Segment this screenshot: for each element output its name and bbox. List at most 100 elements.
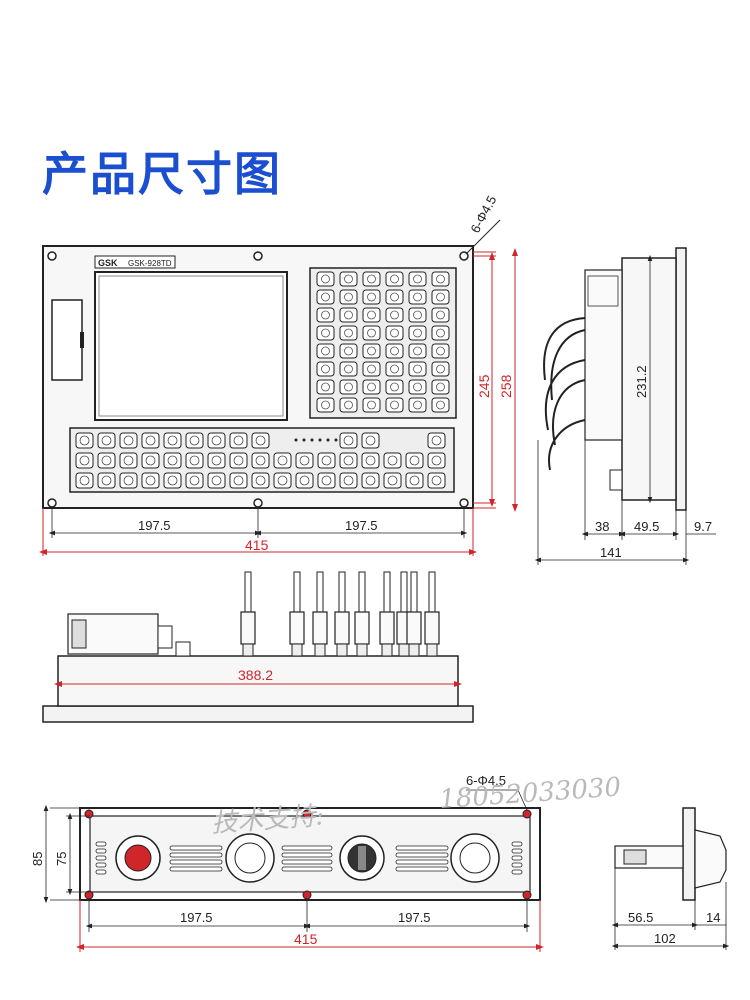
keypad-key bbox=[385, 397, 404, 413]
operation-key bbox=[295, 452, 314, 469]
cable-connector-body bbox=[424, 611, 440, 645]
keypad-key-symbol bbox=[321, 346, 330, 356]
keypad-key bbox=[431, 325, 450, 341]
keypad-key-symbol bbox=[436, 400, 445, 410]
cable-connector bbox=[338, 571, 346, 613]
cable-connector bbox=[428, 571, 436, 613]
cable-connector-base bbox=[426, 643, 438, 657]
keypad-key bbox=[431, 289, 450, 305]
indicator-led bbox=[302, 438, 306, 442]
keypad-key-symbol bbox=[390, 274, 399, 284]
operation-key-symbol bbox=[255, 435, 266, 446]
operation-key-symbol bbox=[365, 475, 376, 486]
vent-slot bbox=[281, 845, 333, 851]
side-view: 231.2 38 49.5 9.7 141 bbox=[534, 247, 716, 565]
keypad-key bbox=[316, 397, 335, 413]
keypad-key-symbol bbox=[321, 328, 330, 338]
cable-connector-body bbox=[406, 611, 422, 645]
mounting-holes bbox=[47, 251, 469, 508]
keypad-key-symbol bbox=[413, 310, 422, 320]
cable-connector-base bbox=[381, 643, 393, 657]
cable-connector-body bbox=[289, 611, 305, 645]
vent-slot bbox=[511, 855, 523, 861]
keypad-key-symbol bbox=[390, 346, 399, 356]
keypad-key bbox=[408, 289, 427, 305]
cable-connector bbox=[316, 571, 324, 613]
operation-key bbox=[251, 452, 270, 469]
keypad-key bbox=[316, 361, 335, 377]
mpg-vent-slots bbox=[95, 841, 523, 875]
side-cables bbox=[543, 317, 586, 471]
operation-key-symbol bbox=[211, 455, 222, 466]
front-panel-view: GSK GSK-928TD 6-Φ4.5 245 258 197.5 197 bbox=[39, 193, 518, 556]
keypad-key-symbol bbox=[413, 274, 422, 284]
operation-key bbox=[185, 472, 204, 489]
operation-key bbox=[141, 472, 160, 489]
operation-key bbox=[251, 472, 270, 489]
operation-key-symbol bbox=[167, 435, 178, 446]
operation-key-symbol bbox=[145, 455, 156, 466]
mpg-half-width-right: 197.5 bbox=[398, 910, 431, 925]
mpg-total-width: 415 bbox=[294, 931, 318, 947]
cable-connector-base bbox=[242, 643, 254, 657]
operation-key-symbol bbox=[233, 435, 244, 446]
keypad-key bbox=[316, 307, 335, 323]
keypad-keys bbox=[316, 271, 450, 413]
operation-key-symbol bbox=[79, 475, 90, 486]
keypad-key-symbol bbox=[413, 346, 422, 356]
keypad-key bbox=[385, 343, 404, 359]
keypad-key-symbol bbox=[390, 292, 399, 302]
operation-key bbox=[339, 432, 358, 449]
top-inner-width: 388.2 bbox=[238, 667, 273, 683]
keypad-key bbox=[408, 307, 427, 323]
operation-key bbox=[427, 452, 446, 469]
cable-connector-base bbox=[408, 643, 420, 657]
keypad-key-symbol bbox=[390, 328, 399, 338]
operation-key-symbol bbox=[101, 455, 112, 466]
keypad-key-symbol bbox=[321, 292, 330, 302]
keypad-key-symbol bbox=[413, 364, 422, 374]
cable-connector-body bbox=[312, 611, 328, 645]
operation-key bbox=[207, 472, 226, 489]
brand-logo: GSK bbox=[98, 258, 118, 268]
operation-key bbox=[273, 452, 292, 469]
keypad-key-symbol bbox=[344, 346, 353, 356]
mpg-side-body bbox=[694, 829, 727, 889]
side-height: 231.2 bbox=[634, 365, 649, 398]
cable-connector-base bbox=[336, 643, 348, 657]
vent-slot bbox=[281, 866, 333, 872]
keypad-key bbox=[431, 307, 450, 323]
keypad-key-symbol bbox=[344, 328, 353, 338]
cable-connector bbox=[244, 571, 252, 613]
cable-connector-base bbox=[314, 643, 326, 657]
side-rear-box bbox=[584, 269, 623, 441]
keypad-key bbox=[362, 325, 381, 341]
operation-key bbox=[163, 452, 182, 469]
operation-key-symbol bbox=[387, 455, 398, 466]
keypad-key-symbol bbox=[344, 274, 353, 284]
keypad-key bbox=[339, 361, 358, 377]
operation-key-symbol bbox=[255, 475, 266, 486]
operation-key-symbol bbox=[431, 455, 442, 466]
keypad-key-symbol bbox=[436, 292, 445, 302]
keypad-key bbox=[408, 325, 427, 341]
keypad-key bbox=[362, 307, 381, 323]
keypad-key bbox=[408, 361, 427, 377]
keypad-key bbox=[362, 289, 381, 305]
keypad-key bbox=[316, 379, 335, 395]
operation-key-symbol bbox=[299, 475, 310, 486]
keypad-key bbox=[408, 343, 427, 359]
keypad-key bbox=[431, 379, 450, 395]
keypad-key-symbol bbox=[436, 310, 445, 320]
vent-slot bbox=[395, 866, 449, 872]
keypad-key bbox=[316, 343, 335, 359]
keypad-key-symbol bbox=[413, 382, 422, 392]
keypad-key-symbol bbox=[321, 364, 330, 374]
keypad-key bbox=[316, 325, 335, 341]
operation-key bbox=[141, 432, 160, 449]
operation-key bbox=[141, 452, 160, 469]
keypad-key bbox=[408, 397, 427, 413]
operation-key bbox=[229, 452, 248, 469]
vent-slot bbox=[95, 841, 107, 847]
vent-slot bbox=[511, 869, 523, 875]
